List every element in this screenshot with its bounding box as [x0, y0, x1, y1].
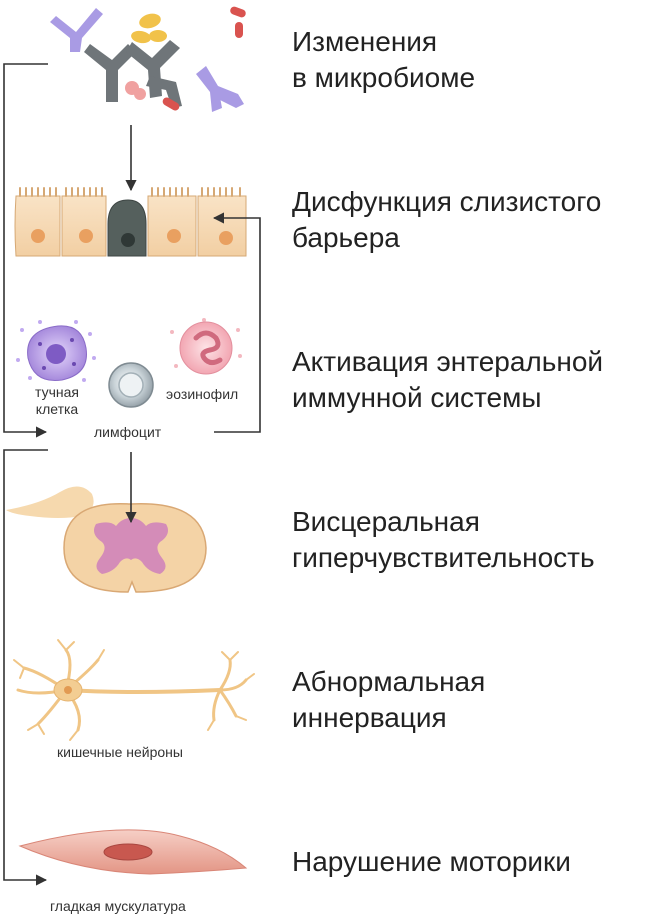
stage-abnormal-innervation: Абнормальная иннервация — [292, 664, 654, 736]
eosinophil-illustration — [170, 318, 242, 375]
microbiome-illustration — [50, 6, 246, 112]
arrow-microbiome-to-immune — [3, 63, 48, 438]
smooth-muscle-illustration — [18, 829, 248, 875]
stage-line: Нарушение моторики — [292, 846, 571, 877]
mast-cell-label-line1: тучная — [35, 384, 79, 400]
stage-line: Изменения — [292, 26, 438, 57]
stage-microbiome-changes: Изменения в микробиоме — [292, 24, 654, 96]
spinal-cord-illustration — [6, 486, 207, 593]
lymphocyte-label: лимфоцит — [94, 424, 162, 440]
arrow-immune-to-muscle — [3, 449, 48, 886]
stage-motility-disorder: Нарушение моторики — [292, 844, 654, 880]
stage-line: Активация энтеральной — [292, 346, 604, 377]
stage-line: Дисфункция слизистого — [292, 186, 602, 217]
stage-line: гиперчувствительность — [292, 542, 595, 573]
enteric-neurons-label: кишечные нейроны — [57, 744, 183, 760]
stage-visceral-hypersensitivity: Висцеральная гиперчувствительность — [292, 504, 654, 576]
stage-line: Висцеральная — [292, 506, 480, 537]
epithelial-barrier-illustration — [14, 187, 247, 257]
stage-line: иммунной системы — [292, 382, 542, 413]
mast-cell-label-line2: клетка — [35, 401, 79, 417]
mast-cell-illustration — [16, 320, 96, 382]
arrow-immune-to-barrier — [212, 212, 261, 433]
enteric-neuron-illustration — [13, 639, 255, 741]
stage-enteric-immune-activation: Активация энтеральной иммунной системы — [292, 344, 654, 416]
stage-line: в микробиоме — [292, 62, 476, 93]
stage-line: Абнормальная — [292, 666, 486, 697]
lymphocyte-illustration — [108, 362, 154, 408]
smooth-muscle-label: гладкая мускулатура — [50, 898, 186, 914]
eosinophil-label: эозинофил — [166, 386, 239, 402]
stage-line: барьера — [292, 222, 400, 253]
stage-mucosal-barrier-dysfunction: Дисфункция слизистого барьера — [292, 184, 654, 256]
flow-arrows — [3, 63, 261, 886]
mast-cell-label: тучная клетка — [27, 384, 87, 418]
stage-line: иннервация — [292, 702, 447, 733]
